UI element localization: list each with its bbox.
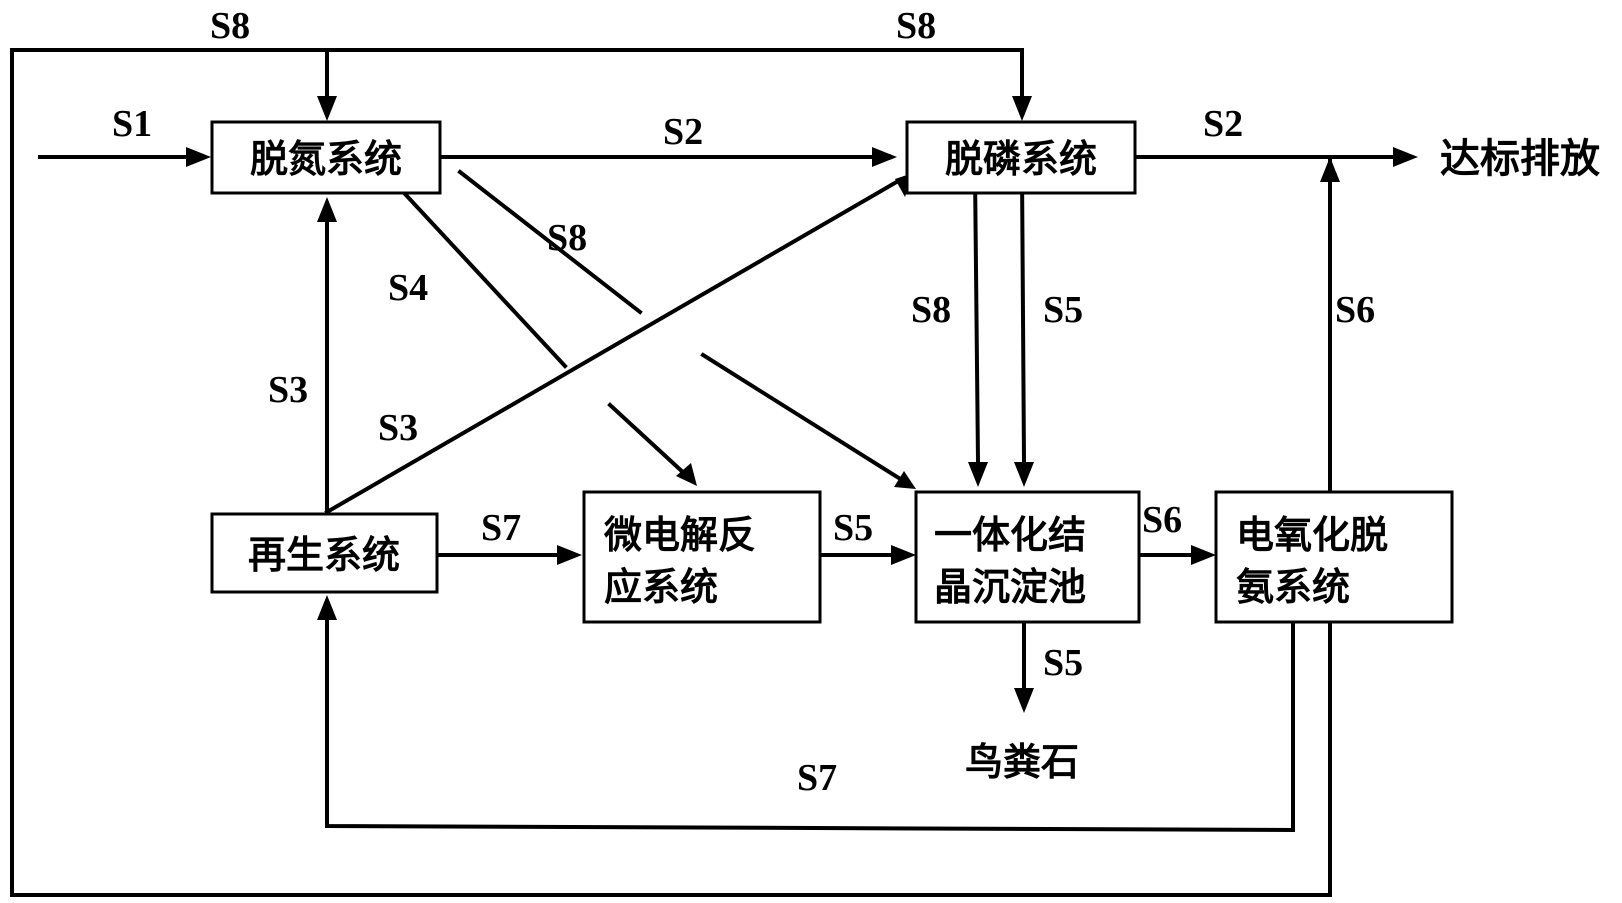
crystallization-tank-box: 一体化结 晶沉淀池 — [914, 490, 1141, 624]
stream-label-s8-diagonal: S8 — [547, 217, 587, 259]
electro-oxidation-label-line2: 氨系统 — [1236, 565, 1350, 609]
stream-label-s8-top-right: S8 — [896, 5, 936, 47]
stream-label-s2-outflow: S2 — [1203, 103, 1243, 145]
stream-label-s7-bottom: S7 — [797, 757, 837, 799]
s5-arrowhead-struvite — [1014, 688, 1034, 713]
electro-oxidation-label-line1: 电氧化脱 — [1236, 513, 1388, 557]
s8-diagonal-line-b — [700, 352, 905, 483]
stream-label-s5-horizontal: S5 — [833, 507, 873, 549]
regeneration-system-box: 再生系统 — [210, 512, 439, 594]
s7-arrowhead-horizontal — [557, 545, 582, 565]
s3-arrowhead-vertical — [317, 197, 337, 222]
electro-oxidation-system-box: 电氧化脱 氨系统 — [1214, 490, 1454, 624]
denitrification-system-label: 脱氮系统 — [250, 137, 402, 181]
s8-diagonal-line-a — [457, 169, 643, 315]
stream-label-s4: S4 — [388, 267, 428, 309]
struvite-output-label: 鸟粪石 — [965, 740, 1079, 784]
stream-label-s5-down: S5 — [1043, 289, 1083, 331]
stream-label-s3-diagonal: S3 — [378, 407, 418, 449]
s2-arrowhead-outflow — [1393, 147, 1418, 167]
discharge-output-label: 达标排放 — [1440, 136, 1600, 182]
s7-bottom-loop-line — [325, 608, 1295, 833]
stream-label-s7-horizontal: S7 — [481, 507, 521, 549]
s5-arrowhead-horizontal — [891, 545, 916, 565]
s5-down-line — [1019, 169, 1027, 465]
stream-label-s6-horizontal: S6 — [1142, 499, 1182, 541]
stream-label-s5-struvite: S5 — [1043, 642, 1083, 684]
s8-arrowhead-down — [968, 462, 988, 487]
s4-diagonal-line-b — [607, 402, 689, 478]
s4-arrowhead — [676, 463, 697, 486]
dephosphorization-system-label: 脱磷系统 — [945, 137, 1097, 181]
s8-outer-loop-line — [10, 48, 1332, 897]
stream-label-s8-top-left: S8 — [210, 5, 250, 47]
s8-arrowhead-into-dephosphorization — [1012, 96, 1032, 121]
s4-diagonal-line-a — [389, 177, 568, 369]
microelectrolysis-label-line1: 微电解反 — [603, 513, 756, 557]
s2-arrowhead-main — [872, 147, 897, 167]
stream-label-s8-down: S8 — [911, 289, 951, 331]
stream-label-s1: S1 — [112, 103, 152, 145]
s5-arrowhead-down — [1014, 462, 1034, 487]
dephosphorization-system-box: 脱磷系统 — [905, 120, 1137, 195]
s8-arrowhead-diagonal — [894, 471, 916, 489]
regeneration-system-label: 再生系统 — [248, 533, 400, 577]
stream-label-s6-up: S6 — [1335, 289, 1375, 331]
denitrification-system-box: 脱氮系统 — [210, 120, 442, 195]
microelectrolysis-system-box: 微电解反 应系统 — [582, 490, 822, 624]
s8-down-line — [972, 169, 981, 465]
crystallization-label-line1: 一体化结 — [934, 513, 1086, 557]
s6-arrowhead-up — [1320, 157, 1340, 182]
s8-arrowhead-into-denitrification — [317, 96, 337, 121]
s3-diagonal-line — [324, 177, 903, 515]
crystallization-label-line2: 晶沉淀池 — [934, 565, 1086, 609]
microelectrolysis-label-line2: 应系统 — [604, 565, 718, 609]
stream-label-s2-middle: S2 — [663, 111, 703, 153]
s7-arrowhead-into-regeneration — [317, 595, 337, 620]
stream-label-s3-vertical: S3 — [268, 369, 308, 411]
s6-arrowhead-horizontal — [1191, 545, 1216, 565]
s1-arrowhead — [186, 147, 211, 167]
